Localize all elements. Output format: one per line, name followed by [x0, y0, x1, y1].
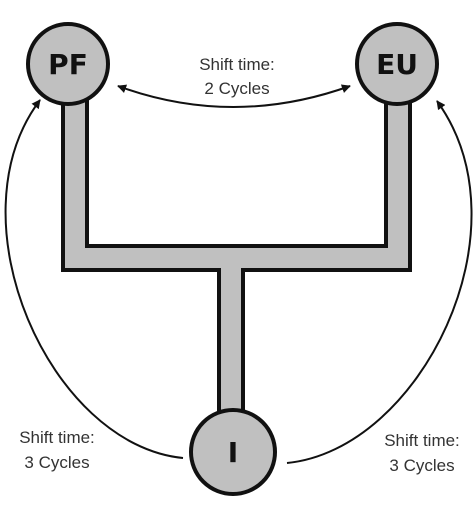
- arrow-i-eu: [286, 100, 473, 464]
- label-pf-eu-line1: Shift time:: [199, 55, 275, 74]
- node-pf: PF: [26, 22, 110, 106]
- node-i-label: I: [228, 436, 238, 469]
- label-i-eu-line1: Shift time:: [384, 431, 460, 450]
- label-i-pf-line1: Shift time:: [19, 428, 95, 447]
- label-i-pf-line2: 3 Cycles: [24, 453, 89, 472]
- node-eu-circle: [355, 22, 439, 106]
- arrow-pf-eu: [117, 84, 351, 108]
- label-pf-eu-line2: 2 Cycles: [204, 79, 269, 98]
- node-pf-circle: [26, 22, 110, 106]
- node-pf-label: PF: [48, 48, 88, 81]
- label-i-pf: Shift time: 3 Cycles: [19, 428, 95, 472]
- arrow-i-pf: [4, 99, 184, 459]
- node-eu-label: EU: [376, 48, 418, 81]
- pipe-fill: [65, 70, 408, 445]
- label-i-eu: Shift time: 3 Cycles: [384, 431, 460, 475]
- label-pf-eu: Shift time: 2 Cycles: [199, 55, 275, 98]
- node-i-circle: [189, 408, 277, 496]
- node-i: I: [189, 408, 277, 496]
- pipe-network: [61, 70, 412, 445]
- label-i-eu-line2: 3 Cycles: [389, 456, 454, 475]
- node-eu: EU: [355, 22, 439, 106]
